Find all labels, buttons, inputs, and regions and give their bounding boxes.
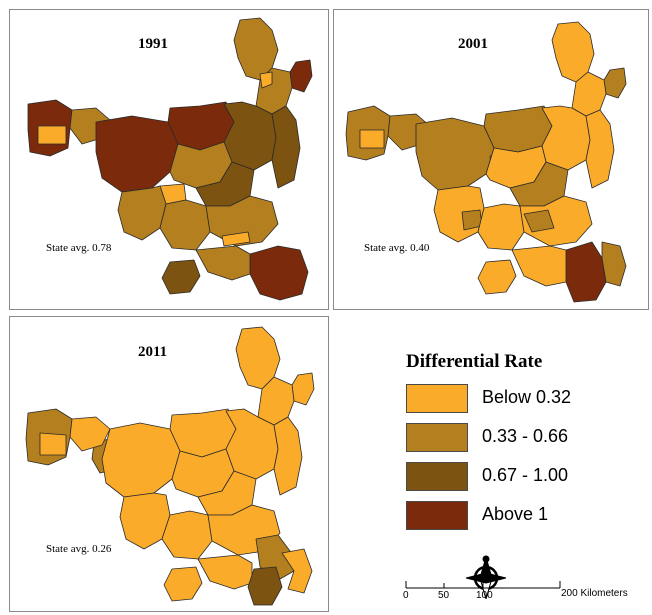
district-south-west-c: [477, 259, 517, 295]
district-south-west: [117, 185, 167, 241]
district-south-east-a: [205, 195, 279, 247]
district-south-mid: [477, 203, 525, 251]
district-south-ochre: [523, 209, 555, 233]
district-east-strip: [585, 109, 615, 189]
district-north-central: [483, 105, 553, 153]
state-average-label: State avg. 0.78: [46, 242, 112, 254]
legend-label: Above 1: [482, 504, 549, 524]
district-west-light: [359, 129, 385, 149]
scale-label-100: 100: [476, 590, 493, 601]
district-south-mid: [161, 510, 213, 560]
state-average-label: State avg. 0.40: [364, 242, 430, 254]
haryana-map-2011: [25, 326, 315, 606]
district-southeast-ochre: [601, 241, 627, 287]
haryana-map-2001: [345, 21, 627, 303]
scale-label-50: 50: [438, 590, 450, 601]
district-south-light-strip: [221, 231, 251, 247]
scale-bar: [405, 581, 561, 589]
district-ne-small: [259, 71, 273, 89]
scale-label-0: 0: [403, 590, 409, 601]
district-west-3: [69, 416, 111, 452]
legend-swatch: [406, 501, 468, 530]
district-south-mid-b: [197, 554, 253, 590]
legend-swatch: [406, 384, 468, 413]
district-west-light: [37, 125, 67, 145]
district-west-light: [39, 432, 67, 456]
district-southeast-dark: [565, 241, 607, 303]
state-average-label: State avg. 0.26: [46, 543, 112, 555]
legend-item-mid: 0.33 - 0.66: [406, 423, 646, 453]
district-northeast-corner: [291, 372, 315, 406]
map-panel-1991: 1991 State avg. 0.78: [9, 9, 329, 310]
legend-swatch: [406, 462, 468, 491]
district-southeast-light: [281, 548, 313, 594]
district-mid-olive: [223, 101, 277, 171]
legend-item-below: Below 0.32: [406, 384, 646, 414]
legend-item-high: 0.67 - 1.00: [406, 462, 646, 492]
district-south-mid: [159, 199, 211, 251]
legend-item-above: Above 1: [406, 501, 646, 531]
map-year-label: 2011: [138, 344, 168, 360]
district-mid-light: [541, 105, 591, 171]
district-south-west-c: [163, 566, 203, 602]
district-south-mid-b: [511, 245, 567, 287]
district-east-strip: [273, 416, 303, 496]
scale-label-200-kilometers: 200 Kilometers: [561, 588, 628, 599]
district-central-a: [101, 422, 181, 498]
legend-label: 0.67 - 1.00: [482, 465, 569, 485]
district-northeast-corner: [603, 67, 627, 99]
district-south-mid-b: [195, 245, 251, 281]
map-panel-2011: 2011 State avg. 0.26: [9, 316, 329, 612]
district-northeast-corner: [289, 59, 313, 93]
map-year-label: 2001: [458, 36, 488, 52]
legend-swatch: [406, 423, 468, 452]
district-southeast-dark: [249, 245, 309, 301]
legend-title: Differential Rate: [406, 351, 543, 372]
district-south-east-a: [519, 195, 593, 247]
haryana-map-1991: [27, 17, 313, 301]
map-panel-2001: 2001 State avg. 0.40: [333, 9, 649, 310]
district-south-west-dark: [161, 259, 201, 295]
district-southeast-dark: [247, 566, 283, 606]
district-south-west: [119, 492, 171, 550]
legend-label: Below 0.32: [482, 387, 572, 407]
district-central-dark: [95, 115, 179, 193]
district-central-a: [415, 117, 495, 191]
map-year-label: 1991: [138, 36, 168, 52]
district-east-strip: [271, 105, 301, 189]
legend-label: 0.33 - 0.66: [482, 426, 569, 446]
